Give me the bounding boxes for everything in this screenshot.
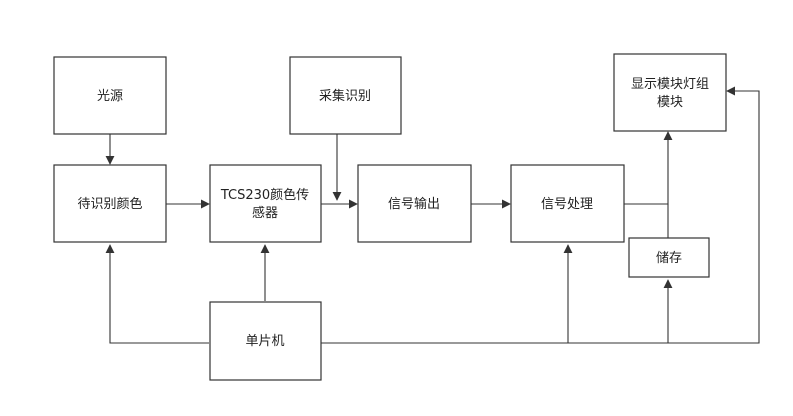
node-label: 采集识别 — [319, 88, 371, 104]
node-label-line2: 感器 — [252, 205, 278, 221]
node-display: 显示模块灯组 模块 — [613, 53, 727, 132]
node-label: 信号处理 — [541, 197, 593, 212]
node-label: 单片机 — [245, 334, 284, 349]
node-label: 信号输出 — [388, 196, 440, 212]
node-label-line1: 显示模块灯组 — [631, 77, 709, 92]
edges — [105, 86, 760, 344]
node-label: 光源 — [97, 89, 123, 104]
edge-mcu-to-target — [105, 244, 209, 344]
node-acquire: 采集识别 — [289, 56, 402, 135]
edge-process-to-display — [624, 131, 673, 205]
node-signal-output: 信号输出 — [357, 164, 472, 243]
node-target-color: 待识别颜色 — [53, 164, 167, 243]
node-label: 储存 — [656, 251, 682, 266]
node-label-line1: TCS230颜色传 — [220, 187, 309, 203]
node-mcu: 单片机 — [209, 301, 322, 381]
node-signal-process: 信号处理 — [510, 164, 625, 243]
node-label: 待识别颜色 — [77, 196, 142, 212]
edge-mcu-bus — [321, 86, 760, 344]
node-label-line2: 模块 — [657, 95, 683, 110]
node-light-source: 光源 — [53, 56, 167, 135]
node-sensor: TCS230颜色传 感器 — [209, 164, 322, 243]
node-storage: 储存 — [628, 237, 710, 278]
